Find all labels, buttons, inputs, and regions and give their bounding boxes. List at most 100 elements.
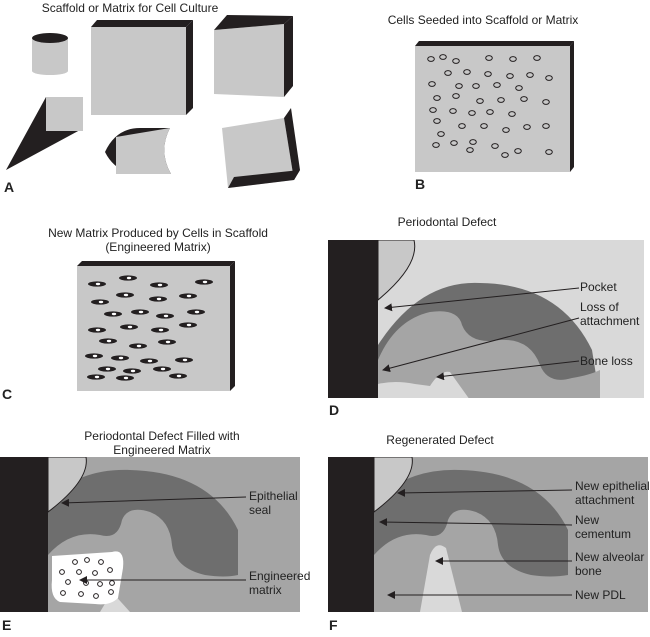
panel-b: Cells Seeded into Scaffold or Matrix B <box>388 13 579 192</box>
matrix-deposit-core <box>95 328 101 332</box>
matrix-deposit-core <box>186 294 192 298</box>
seeded-cell <box>476 98 484 104</box>
seeded-cell <box>542 99 550 105</box>
seeded-cell <box>545 149 553 155</box>
panel-f-title: Regenerated Defect <box>386 433 494 447</box>
scaffold-curved <box>105 128 171 174</box>
label-seal-2: seal <box>249 503 271 517</box>
matrix-deposit-core <box>92 354 98 358</box>
panel-e: Periodontal Defect Filled with Engineere… <box>0 429 310 633</box>
matrix-deposit-core <box>136 344 142 348</box>
matrix-deposit-core <box>106 339 112 343</box>
scaffold-cylinder <box>32 33 68 75</box>
seeded-cell <box>497 97 505 103</box>
seeded-cell <box>502 127 510 133</box>
seeded-cell <box>508 111 516 117</box>
seeded-cell <box>480 123 488 129</box>
matrix-cell <box>59 569 65 575</box>
seeded-cell <box>493 82 501 88</box>
seeded-scaffold <box>415 41 574 172</box>
panel-c: New Matrix Produced by Cells in Scaffold… <box>2 226 268 402</box>
panel-a-letter: A <box>4 179 14 195</box>
seeded-cell <box>449 108 457 114</box>
matrix-deposit-core <box>111 312 117 316</box>
panel-d: Periodontal Defect Pocket Loss of attach… <box>328 215 644 418</box>
panel-a-title: Scaffold or Matrix for Cell Culture <box>42 1 219 15</box>
matrix-deposit-core <box>138 310 144 314</box>
panel-f-letter: F <box>329 617 338 632</box>
seeded-cell <box>428 81 436 87</box>
seeded-cell <box>520 96 528 102</box>
label-seal-1: Epithelial <box>249 489 298 503</box>
seeded-cell <box>491 143 499 149</box>
label-cem-2: cementum <box>575 527 631 541</box>
filled-defect-illustration <box>0 457 300 612</box>
panel-c-letter: C <box>2 386 12 402</box>
seeded-cell <box>452 93 460 99</box>
label-cem-1: New <box>575 513 599 527</box>
seeded-cell <box>432 142 440 148</box>
label-bone-loss: Bone loss <box>580 354 633 368</box>
seeded-cell <box>501 152 509 158</box>
panel-f: Regenerated Defect New epithelial attach… <box>328 433 650 633</box>
seeded-cell <box>533 55 541 61</box>
matrix-deposit-core <box>130 369 136 373</box>
seeded-cell <box>485 55 493 61</box>
seeded-cell <box>450 140 458 146</box>
label-pdl: New PDL <box>575 588 626 602</box>
matrix-cell <box>108 589 114 595</box>
panel-e-title-1: Periodontal Defect Filled with <box>84 429 239 443</box>
matrix-deposit-core <box>156 297 162 301</box>
defect-illustration <box>328 240 644 398</box>
seeded-cell <box>439 54 447 60</box>
matrix-cell <box>76 569 82 575</box>
label-matrix-1: Engineered <box>249 569 310 583</box>
panel-d-letter: D <box>329 402 339 418</box>
panel-d-title: Periodontal Defect <box>398 215 497 229</box>
seeded-cell <box>455 83 463 89</box>
matrix-deposit-core <box>182 358 188 362</box>
scaffold-block-large <box>91 20 193 115</box>
matrix-cell <box>78 591 84 597</box>
seeded-cell <box>433 95 441 101</box>
matrix-deposit-core <box>158 328 164 332</box>
matrix-cell <box>93 593 99 599</box>
label-pocket: Pocket <box>580 280 617 294</box>
label-loss-2: attachment <box>580 314 640 328</box>
matrix-cell <box>107 567 113 573</box>
seeded-cell <box>437 131 445 137</box>
matrix-cell <box>60 590 66 596</box>
matrix-deposit-core <box>94 375 100 379</box>
seeded-cell <box>466 147 474 153</box>
matrix-deposit-core <box>176 374 182 378</box>
label-loss-1: Loss of <box>580 300 619 314</box>
matrix-deposit-core <box>126 276 132 280</box>
matrix-cell <box>97 581 103 587</box>
seeded-cell <box>463 69 471 75</box>
regenerated-illustration <box>328 457 648 612</box>
label-bone-1: New alveolar <box>575 550 644 564</box>
label-bone-2: bone <box>575 564 602 578</box>
seeded-cell <box>469 139 477 145</box>
seeded-cell <box>523 124 531 130</box>
seeded-cells <box>427 54 553 158</box>
seeded-cell <box>472 83 480 89</box>
matrix-deposit-core <box>105 367 111 371</box>
panel-e-title-2: Engineered Matrix <box>113 443 210 457</box>
seeded-cell <box>444 70 452 76</box>
matrix-cell <box>65 579 71 585</box>
seeded-cell <box>509 56 517 62</box>
matrix-cell <box>72 559 78 565</box>
panel-a: Scaffold or Matrix for Cell Culture <box>4 1 300 195</box>
seeded-cell <box>429 107 437 113</box>
seeded-cell <box>486 109 494 115</box>
label-epi-1: New epithelial <box>575 479 650 493</box>
matrix-deposit-core <box>165 340 171 344</box>
matrix-deposit-core <box>147 359 153 363</box>
seeded-cell <box>427 56 435 62</box>
seeded-cell <box>515 85 523 91</box>
label-epi-2: attachment <box>575 493 635 507</box>
matrix-deposit-core <box>123 293 129 297</box>
seeded-cell <box>433 118 441 124</box>
